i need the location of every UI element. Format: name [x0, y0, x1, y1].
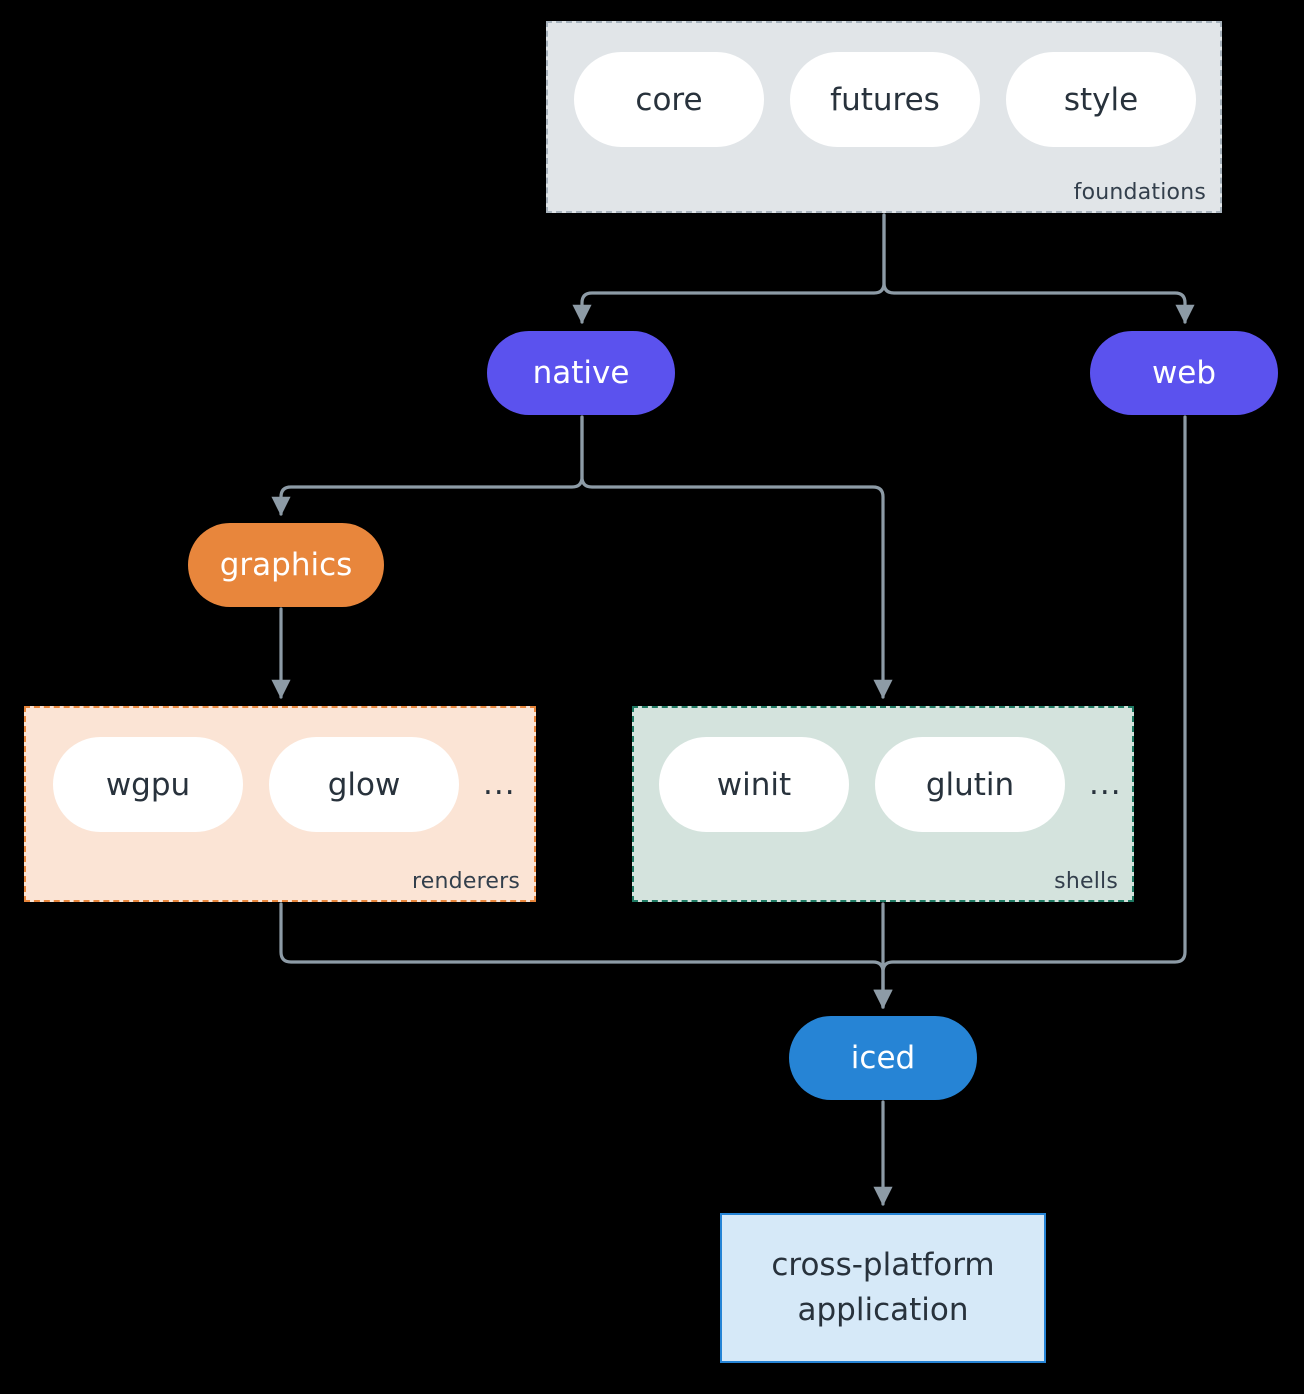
cluster-shells-label: shells [1054, 869, 1118, 894]
cluster-foundations-label: foundations [1073, 180, 1206, 205]
edge-foundations-web [882, 213, 1195, 324]
node-native[interactable]: native [487, 331, 675, 415]
cluster-renderers[interactable]: wgpu glow ... renderers [24, 706, 536, 902]
application-label-line1: cross-platform [771, 1247, 995, 1284]
node-graphics-label: graphics [219, 547, 353, 583]
node-wgpu[interactable]: wgpu [53, 737, 243, 832]
node-graphics[interactable]: graphics [188, 523, 384, 607]
node-glow[interactable]: glow [269, 737, 459, 832]
node-core-label: core [635, 81, 703, 118]
node-futures[interactable]: futures [790, 52, 980, 147]
cluster-shells[interactable]: winit glutin ... shells [632, 706, 1134, 902]
node-futures-label: futures [830, 81, 940, 118]
node-core[interactable]: core [574, 52, 764, 147]
node-iced-label: iced [850, 1040, 916, 1076]
node-glutin[interactable]: glutin [875, 737, 1065, 832]
node-native-label: native [532, 355, 630, 391]
node-glow-label: glow [327, 766, 401, 803]
edge-renderers-iced [279, 902, 893, 1009]
node-wgpu-label: wgpu [105, 766, 191, 803]
edge-native-shells [580, 415, 893, 699]
node-glutin-label: glutin [925, 766, 1015, 803]
node-cross-platform-application[interactable]: cross-platform application [720, 1213, 1046, 1363]
application-label-line2: application [797, 1292, 969, 1328]
node-web-label: web [1151, 355, 1217, 391]
node-iced[interactable]: iced [789, 1016, 977, 1100]
node-web[interactable]: web [1090, 331, 1278, 415]
cluster-renderers-label: renderers [412, 869, 520, 894]
shells-more-ellipsis: ... [1089, 766, 1122, 802]
node-winit-label: winit [716, 766, 792, 803]
node-style-label: style [1063, 81, 1139, 118]
edge-foundations-native [572, 213, 886, 324]
edge-native-graphics [271, 415, 584, 516]
cluster-foundations[interactable]: core futures style foundations [546, 21, 1222, 213]
node-winit[interactable]: winit [659, 737, 849, 832]
node-style[interactable]: style [1006, 52, 1196, 147]
renderers-more-ellipsis: ... [483, 766, 516, 802]
